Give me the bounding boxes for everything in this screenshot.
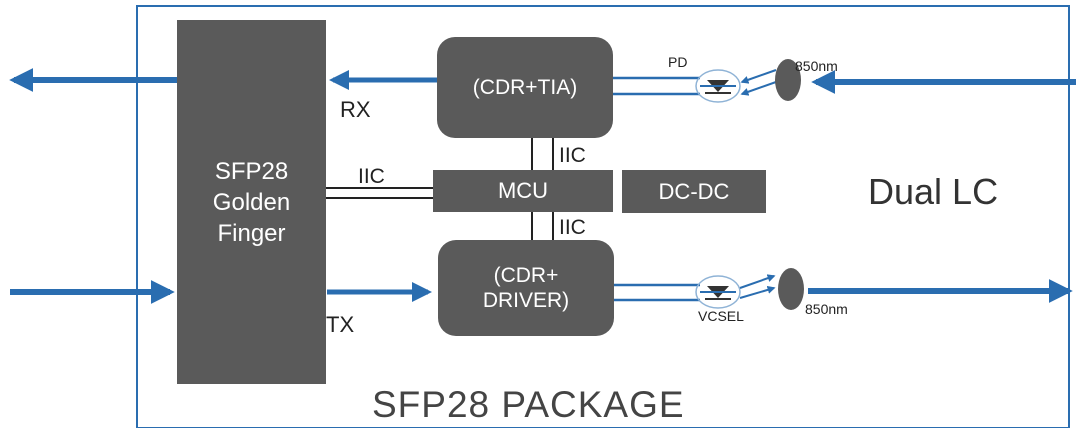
mcu-block: MCU <box>433 170 613 212</box>
tx-cdr-driver-line1: (CDR+ <box>493 264 559 287</box>
vcsel-icon <box>695 274 776 309</box>
tx-label: TX <box>326 312 355 337</box>
rx-cdr-tia-block: (CDR+TIA) <box>437 37 613 138</box>
rx-lens-icon <box>775 59 801 101</box>
iic-left-label: IIC <box>358 165 385 188</box>
rx-label: RX <box>340 97 371 122</box>
tx-cdr-driver-line2: DRIVER) <box>482 289 570 312</box>
tx-wavelength-label: 850nm <box>805 301 848 317</box>
mcu-label: MCU <box>497 178 549 203</box>
rx-cdr-tia-label: (CDR+TIA) <box>472 75 578 99</box>
dcdc-label: DC-DC <box>658 178 730 204</box>
package-label: SFP28 PACKAGE <box>372 384 685 425</box>
package-frame <box>136 5 1070 428</box>
rx-wavelength-label: 850nm <box>795 58 838 74</box>
iic-bottom-label: IIC <box>559 216 586 239</box>
dual-lc-label: Dual LC <box>868 171 999 212</box>
tx-cdr-driver-block: (CDR+ DRIVER) <box>438 240 614 336</box>
golden-finger-line3: Finger <box>217 219 286 247</box>
photodiode-icon <box>695 69 777 103</box>
golden-finger-block: SFP28 Golden Finger <box>177 20 326 384</box>
tx-lens-icon <box>778 268 804 310</box>
iic-top-label: IIC <box>559 144 586 167</box>
pd-label: PD <box>668 54 688 70</box>
vcsel-label: VCSEL <box>698 308 744 324</box>
golden-finger-line1: SFP28 <box>214 157 289 185</box>
dcdc-block: DC-DC <box>622 170 766 213</box>
golden-finger-line2: Golden <box>212 188 291 216</box>
